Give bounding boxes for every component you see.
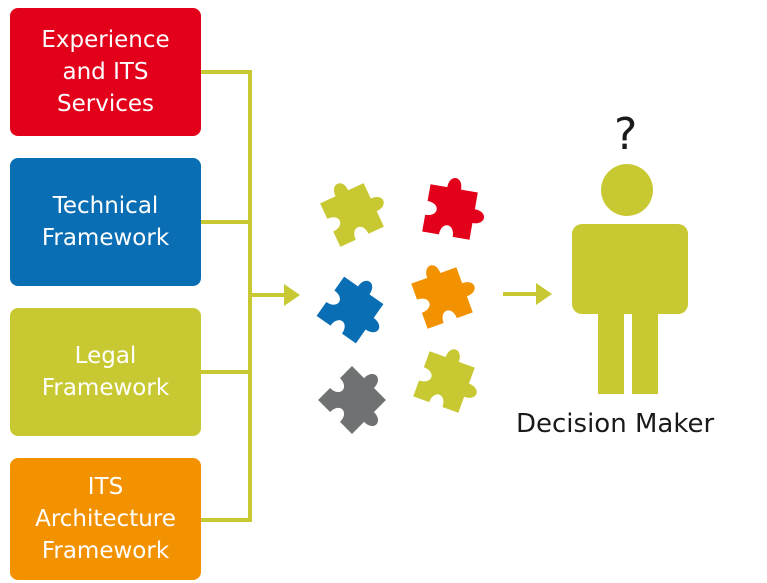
puzzle-piece-gray [318,358,401,442]
arrow-to-puzzles-icon [284,284,300,306]
box-label-line: Architecture [35,506,176,532]
box-label-line: Technical [52,193,159,219]
box-legal-framework: Legal Framework [10,308,201,436]
puzzle-piece-green-1 [315,169,394,247]
box-label-line: ITS [87,474,124,500]
box-technical-framework: Technical Framework [10,158,201,286]
box-label-line: Services [57,91,154,117]
puzzle-piece-red [422,173,490,242]
box-label-line: Experience [41,27,170,53]
puzzle-piece-orange [407,253,483,329]
box-label-line: Legal [74,343,137,369]
puzzle-piece-blue [316,267,399,350]
box-experience-its-services: Experience and ITS Services [10,8,201,136]
box-label-line: Framework [41,225,170,251]
arrow-to-person-icon [536,283,552,305]
puzzle-piece-green-2 [413,341,489,417]
connector-lines [201,70,286,522]
box-label-line: Framework [41,538,170,564]
person-icon [572,164,688,394]
box-its-architecture-framework: ITS Architecture Framework [10,458,201,580]
question-mark: ? [614,109,638,160]
decision-maker-label: Decision Maker [516,409,715,439]
box-label-line: Framework [41,375,170,401]
box-label-line: and ITS [62,59,149,85]
